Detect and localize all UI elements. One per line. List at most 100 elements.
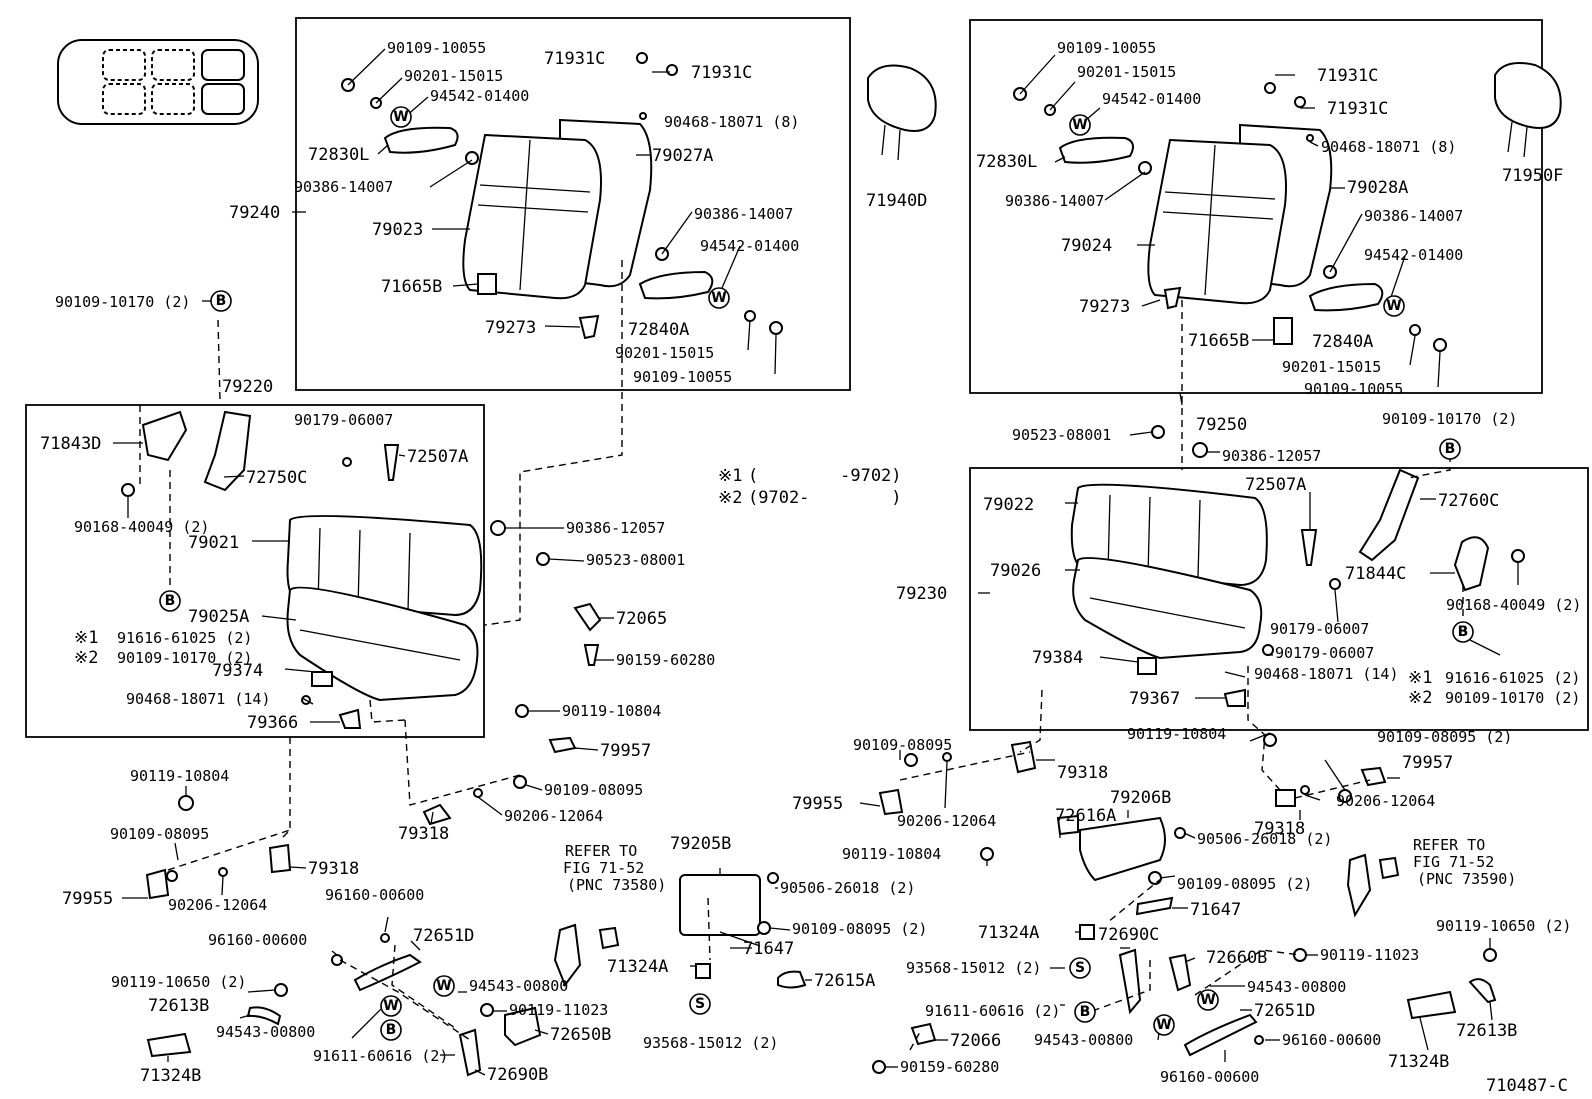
armrest-72840A-left (638, 270, 714, 300)
part-label: 90109-08095 (110, 825, 209, 843)
part-label: 79273 (1079, 297, 1130, 317)
marker-w-1: W (390, 106, 412, 128)
part-label: 96160-00600 (325, 886, 424, 904)
part-label: 71931C (1317, 66, 1378, 86)
part-label: 72760C (1438, 491, 1499, 511)
part-label: 90386-14007 (294, 178, 393, 196)
part-label: 71665B (1188, 331, 1249, 351)
part-label: 79318 (1057, 763, 1108, 783)
part-label: 72065 (616, 609, 667, 629)
part-label: 79220 (222, 377, 273, 397)
part-label: 90179-06007 (1275, 644, 1374, 662)
seatback-79024-right (1147, 123, 1333, 305)
part-label: 90386-14007 (1364, 207, 1463, 225)
part-label: 71931C (544, 49, 605, 69)
part-label: 90159-60280 (900, 1058, 999, 1076)
part-label: 90201-15015 (615, 344, 714, 362)
part-label: 79318 (308, 859, 359, 879)
part-label: 90468-18071 (14) (1254, 665, 1399, 683)
part-label: 90206-12064 (504, 807, 603, 825)
part-label: 79230 (896, 584, 947, 604)
part-label: 79240 (229, 203, 280, 223)
part-label: 72651D (413, 926, 474, 946)
part-label: 79318 (1254, 819, 1305, 839)
svg-text:W: W (393, 109, 408, 125)
part-label: 79028A (1347, 178, 1408, 198)
cushion-79026-right (1072, 557, 1263, 660)
part-label: 90201-15015 (1077, 63, 1176, 81)
part-label: 79023 (372, 220, 423, 240)
part-label: 91616-61025 (2) (117, 629, 252, 647)
note-1-mark: ※1 (718, 466, 742, 486)
svg-text:B: B (165, 593, 176, 609)
headrest-71940D (867, 64, 937, 161)
part-label: REFER TO (565, 842, 637, 860)
part-label: 72616A (1055, 806, 1116, 826)
rear-cushion-frame-left (25, 404, 485, 738)
hardware-lower-left (145, 520, 807, 1077)
part-label: 90201-15015 (1282, 358, 1381, 376)
part-label: 72615A (814, 971, 875, 991)
leader-lines (113, 48, 1519, 1076)
part-label: 71931C (691, 63, 752, 83)
part-label: 94542-01400 (700, 237, 799, 255)
marker-w-6: W (1383, 295, 1405, 317)
svg-text:S: S (1075, 960, 1085, 976)
part-label: 90386-14007 (694, 205, 793, 223)
marker-s-1: S (689, 993, 711, 1015)
marker-w-3: W (433, 975, 455, 997)
part-label: 90206-12064 (897, 812, 996, 830)
part-label: 90109-10055 (387, 39, 486, 57)
part-label: 94542-01400 (1102, 90, 1201, 108)
marker-b-3: B (380, 1019, 402, 1041)
part-label: 71844C (1345, 564, 1406, 584)
part-label: 90386-12057 (566, 519, 665, 537)
part-label: 90109-08095 (544, 781, 643, 799)
part-label: 96160-00600 (208, 931, 307, 949)
part-label: 79273 (485, 318, 536, 338)
part-label: 79366 (247, 713, 298, 733)
note-2-mark: ※2 (718, 488, 742, 508)
part-label: (PNC 73580) (567, 876, 666, 894)
part-label: 72840A (628, 320, 689, 340)
bracket-parts-left-cushion (121, 410, 400, 729)
part-label: 90206-12064 (168, 896, 267, 914)
part-label: FIG 71-52 (1413, 853, 1494, 871)
part-label: 71324A (978, 923, 1039, 943)
part-label: 90468-18071 (8) (1321, 138, 1456, 156)
part-label: 72066 (950, 1031, 1001, 1051)
part-label: 79025A (188, 607, 249, 627)
part-label: 72613B (148, 996, 209, 1016)
small-parts-seatback-left (341, 52, 783, 340)
part-label: 90506-26018 (2) (780, 879, 915, 897)
part-label: 90179-06007 (1270, 620, 1369, 638)
part-label: 90109-10055 (1057, 39, 1156, 57)
armrest-72830L-left (383, 126, 459, 154)
part-label: 90119-10804 (130, 767, 229, 785)
part-label: 90119-10650 (2) (1436, 917, 1571, 935)
part-label: 71843D (40, 434, 101, 454)
part-label: 90119-10804 (1127, 725, 1226, 743)
marker-w-4: W (380, 995, 402, 1017)
part-label: 94542-01400 (1364, 246, 1463, 264)
part-label: ※1 (74, 628, 98, 648)
part-label: 90109-08095 (2) (1377, 728, 1512, 746)
part-label: 90201-15015 (404, 67, 503, 85)
svg-text:B: B (1445, 441, 1456, 457)
part-label: 72613B (1456, 1021, 1517, 1041)
marker-b-2: B (159, 590, 181, 612)
part-label: FIG 71-52 (563, 859, 644, 877)
marker-b-6: B (1074, 1001, 1096, 1023)
marker-b-5: B (1452, 621, 1474, 643)
part-label: 90206-12064 (1336, 792, 1435, 810)
part-label: 79250 (1196, 415, 1247, 435)
part-label: 79027A (652, 146, 713, 166)
part-label: 72651D (1254, 1001, 1315, 1021)
part-label: 72650B (550, 1025, 611, 1045)
part-label: 72830L (308, 145, 369, 165)
part-label: 90168-40049 (2) (1446, 596, 1581, 614)
vehicle-seating-icon (57, 39, 259, 125)
part-label: 90506-26018 (2) (1197, 830, 1332, 848)
part-label: 90109-08095 (2) (792, 920, 927, 938)
part-label: 90109-10170 (2) (1445, 689, 1580, 707)
